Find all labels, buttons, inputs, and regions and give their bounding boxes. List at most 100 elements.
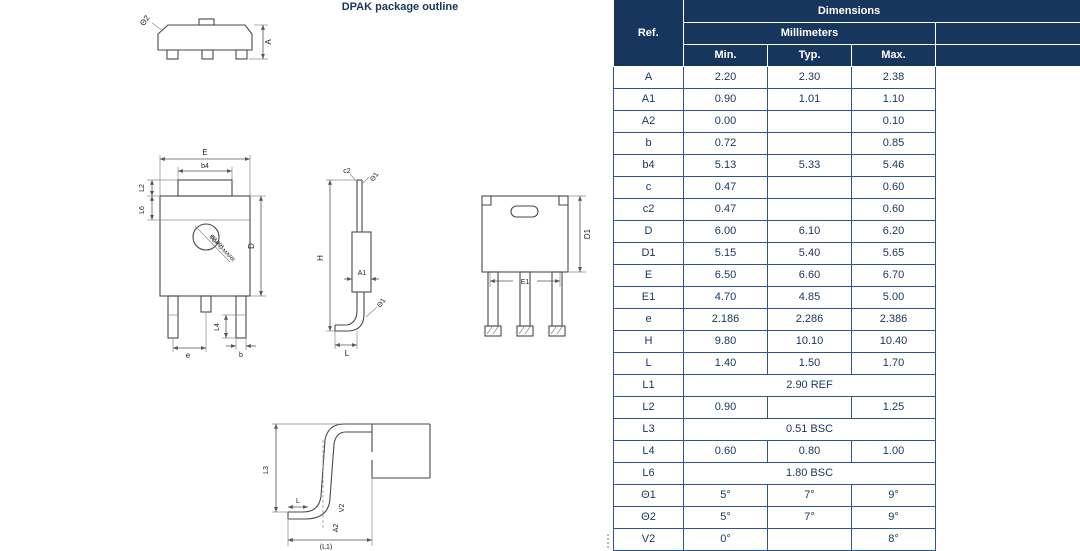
typ-cell: 0.80 bbox=[768, 440, 852, 462]
label-l2: L2 bbox=[139, 184, 146, 192]
span-value-cell: 2.90 REF bbox=[684, 374, 936, 396]
max-cell: 5.65 bbox=[852, 242, 936, 264]
max-cell: 2.38 bbox=[852, 66, 936, 88]
label-e: E bbox=[202, 148, 207, 157]
ref-cell: L6 bbox=[614, 462, 684, 484]
label-a2: A2 bbox=[333, 524, 340, 533]
label-v2: V2 bbox=[339, 504, 346, 513]
max-cell: 5.00 bbox=[852, 286, 936, 308]
typ-cell bbox=[768, 176, 852, 198]
max-cell: 9° bbox=[852, 506, 936, 528]
label-e1: E1 bbox=[521, 279, 530, 286]
label-theta2: Θ2 bbox=[138, 13, 152, 27]
typ-column-header: Typ. bbox=[768, 44, 852, 66]
table-panel: Ref. Dimensions Millimeters Min. Typ. Ma… bbox=[613, 0, 1080, 550]
label-b: b bbox=[239, 352, 243, 359]
cropped-cell bbox=[936, 506, 1080, 528]
min-cell: 0.60 bbox=[684, 440, 768, 462]
typ-cell bbox=[768, 528, 852, 550]
dimensions-table: Ref. Dimensions Millimeters Min. Typ. Ma… bbox=[613, 0, 1080, 551]
cropped-cell bbox=[936, 132, 1080, 154]
cropped-cell bbox=[936, 484, 1080, 506]
ref-cell: A1 bbox=[614, 88, 684, 110]
ref-cell: A2 bbox=[614, 110, 684, 132]
typ-cell: 1.50 bbox=[768, 352, 852, 374]
ref-cell: b4 bbox=[614, 154, 684, 176]
typ-cell bbox=[768, 396, 852, 418]
cropped-header-cell bbox=[936, 44, 1080, 66]
label-theta1-bottom: Θ1 bbox=[376, 297, 387, 309]
min-cell: 9.80 bbox=[684, 330, 768, 352]
cropped-cell bbox=[936, 242, 1080, 264]
label-l-foot: L bbox=[296, 498, 300, 505]
dimensions-header: Dimensions bbox=[684, 0, 1080, 22]
max-cell: 1.70 bbox=[852, 352, 936, 374]
drawing-side-view: H c2 Θ1 A1 Θ1 L bbox=[316, 168, 387, 358]
label-b4: b4 bbox=[201, 163, 209, 170]
drawing-panel: DPAK package outline Θ2 bbox=[0, 0, 613, 550]
typ-cell bbox=[768, 132, 852, 154]
min-cell: 6.00 bbox=[684, 220, 768, 242]
label-l4: L4 bbox=[214, 323, 221, 331]
max-cell: 6.20 bbox=[852, 220, 936, 242]
cropped-cell bbox=[936, 66, 1080, 88]
max-cell: 10.40 bbox=[852, 330, 936, 352]
cropped-cell bbox=[936, 352, 1080, 374]
max-cell: 6.70 bbox=[852, 264, 936, 286]
drawing-back-view: D1 E1 bbox=[482, 196, 592, 336]
min-cell: 5.13 bbox=[684, 154, 768, 176]
span-value-cell: 1.80 BSC bbox=[684, 462, 936, 484]
min-cell: 5° bbox=[684, 506, 768, 528]
ref-cell: L4 bbox=[614, 440, 684, 462]
cropped-cell bbox=[936, 462, 1080, 484]
ref-header: Ref. bbox=[614, 0, 684, 66]
cropped-header-cell bbox=[936, 22, 1080, 44]
span-value-cell: 0.51 BSC bbox=[684, 418, 936, 440]
typ-cell: 6.60 bbox=[768, 264, 852, 286]
ref-cell: A bbox=[614, 66, 684, 88]
ref-cell: E1 bbox=[614, 286, 684, 308]
ref-cell: c2 bbox=[614, 198, 684, 220]
ref-cell: D1 bbox=[614, 242, 684, 264]
ref-cell: L1 bbox=[614, 374, 684, 396]
cropped-cell bbox=[936, 330, 1080, 352]
ref-cell: c bbox=[614, 176, 684, 198]
label-l6: L6 bbox=[139, 206, 146, 214]
cropped-cell bbox=[936, 286, 1080, 308]
typ-cell: 5.40 bbox=[768, 242, 852, 264]
cropped-cell bbox=[936, 154, 1080, 176]
drawing-profile-view: Θ2 A bbox=[138, 13, 273, 59]
max-column-header: Max. bbox=[852, 44, 936, 66]
label-c2: c2 bbox=[343, 168, 351, 175]
max-cell: 8° bbox=[852, 528, 936, 550]
max-cell: 9° bbox=[852, 484, 936, 506]
typ-cell bbox=[768, 110, 852, 132]
cropped-cell bbox=[936, 528, 1080, 550]
max-cell: 0.85 bbox=[852, 132, 936, 154]
drawing-lead-detail: V2 A2 L3 L (L1) bbox=[263, 424, 430, 550]
package-drawings: Θ2 A E b4 bbox=[0, 0, 613, 550]
label-mark-text: TOP C-MARK bbox=[207, 235, 236, 264]
cropped-cell bbox=[936, 220, 1080, 242]
min-cell: 0.90 bbox=[684, 396, 768, 418]
max-cell: 1.00 bbox=[852, 440, 936, 462]
max-cell: 1.25 bbox=[852, 396, 936, 418]
ref-cell: V2 bbox=[614, 528, 684, 550]
ref-cell: b bbox=[614, 132, 684, 154]
min-cell: 0.47 bbox=[684, 198, 768, 220]
